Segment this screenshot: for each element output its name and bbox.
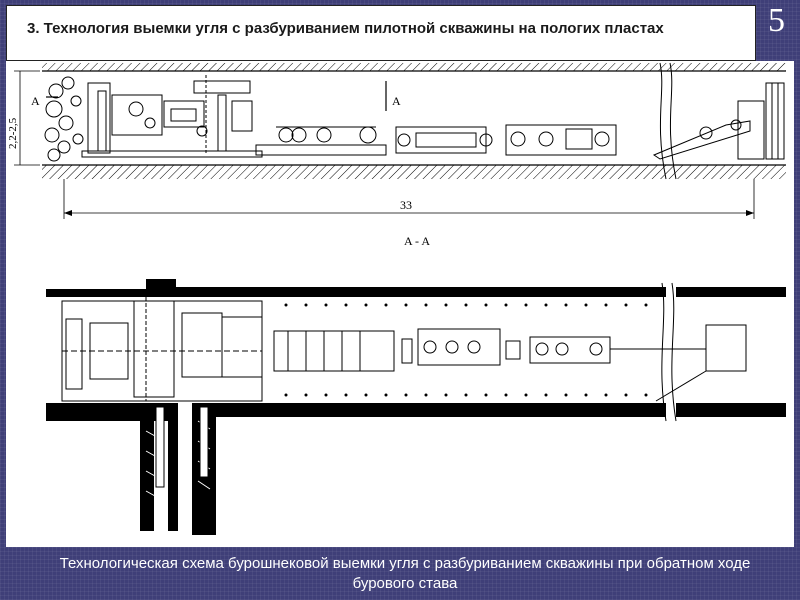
- slide-title: 3. Технология выемки угля с разбуривание…: [27, 20, 664, 37]
- height-dimension: 2,2-2,5: [7, 117, 19, 149]
- slide-title-box: 3. Технология выемки угля с разбуривание…: [6, 5, 756, 61]
- section-label: A - A: [404, 234, 430, 248]
- technical-drawing: A A 2,2-2,5 33 A - A: [6, 61, 794, 547]
- figure-caption: Технологическая схема бурошнековой выемк…: [59, 555, 751, 592]
- plan-view: [46, 279, 786, 535]
- slide-number: 5: [768, 2, 785, 39]
- side-view: A A 2,2-2,5 33 A - A: [7, 62, 786, 248]
- section-marker-left: A: [31, 94, 40, 108]
- length-dimension: 33: [400, 198, 412, 212]
- section-marker-right: A: [392, 94, 401, 108]
